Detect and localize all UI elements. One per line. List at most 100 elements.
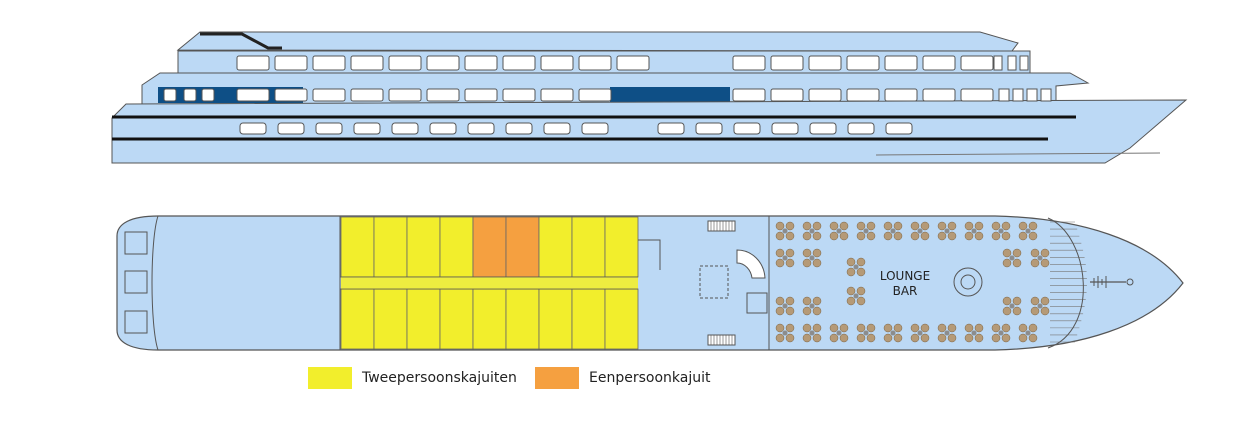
chair: [991, 231, 1001, 241]
table-group: [802, 323, 822, 343]
sun-deck-stripe: [200, 32, 282, 50]
bar-label: BAR: [893, 284, 918, 298]
porthole: [733, 122, 761, 135]
table: [836, 330, 842, 336]
chair: [812, 296, 822, 306]
legend-swatch-single: [535, 367, 579, 389]
chair: [974, 231, 984, 241]
table: [971, 330, 977, 336]
chair: [775, 258, 785, 268]
stern-box-3: [124, 310, 148, 334]
bar-circle-outer: [953, 267, 983, 297]
table: [890, 330, 896, 336]
cabin-top: [340, 216, 375, 278]
chair: [883, 333, 893, 343]
chair: [964, 221, 974, 231]
chair: [866, 333, 876, 343]
chair: [1040, 258, 1050, 268]
side-window-middle: [960, 88, 994, 102]
chair: [866, 231, 876, 241]
porthole: [391, 122, 419, 135]
spiral-staircase: [736, 249, 766, 279]
ship-deck-plan: LOUNGE BAR: [116, 215, 1184, 351]
chair: [829, 221, 839, 231]
chair: [937, 231, 947, 241]
side-window-middle: [808, 88, 842, 102]
table: [998, 228, 1004, 234]
chair: [974, 333, 984, 343]
chair: [920, 333, 930, 343]
chair: [920, 323, 930, 333]
chair: [866, 323, 876, 333]
chair: [785, 248, 795, 258]
chair: [856, 286, 866, 296]
chair: [910, 231, 920, 241]
chair: [802, 323, 812, 333]
reception-divider: [638, 239, 661, 270]
porthole: [581, 122, 609, 135]
table: [1009, 255, 1015, 261]
table-group: [910, 323, 930, 343]
side-window-top: [922, 55, 956, 71]
table-group: [937, 221, 957, 241]
side-window-middle: [426, 88, 460, 102]
chair: [1001, 333, 1011, 343]
chair: [812, 248, 822, 258]
table: [917, 228, 923, 234]
corridor: [341, 277, 638, 289]
bar-circle-inner: [960, 274, 976, 290]
side-window-top: [388, 55, 422, 71]
table-group: [1002, 296, 1022, 316]
chair: [785, 231, 795, 241]
dark-window-band-middle: [610, 87, 730, 103]
cabin-top: [406, 216, 441, 278]
chair: [1012, 248, 1022, 258]
table-group: [775, 221, 795, 241]
chair: [775, 221, 785, 231]
chair: [974, 323, 984, 333]
chair: [846, 296, 856, 306]
legend-label-single: Eenpersoonkajuit: [589, 370, 711, 386]
ship-side-view: [111, 31, 1188, 164]
bow-inner-curve: [1047, 217, 1084, 349]
table: [1037, 255, 1043, 261]
table: [853, 264, 859, 270]
side-window-top: [616, 55, 650, 71]
chair: [802, 258, 812, 268]
table-group: [883, 221, 903, 241]
chair: [775, 323, 785, 333]
cabin-top: [439, 216, 474, 278]
chair: [1002, 258, 1012, 268]
side-window-middle: [163, 88, 177, 102]
chair: [1040, 306, 1050, 316]
porthole: [543, 122, 571, 135]
porthole: [657, 122, 685, 135]
table: [890, 228, 896, 234]
legend-swatch-double: [308, 367, 352, 389]
cabin-bottom: [505, 288, 540, 350]
side-window-middle: [502, 88, 536, 102]
table-group: [1030, 248, 1050, 268]
sun-deck: [176, 31, 1019, 52]
table-group: [856, 323, 876, 343]
lounge-label: LOUNGE: [880, 269, 930, 283]
chair: [991, 323, 1001, 333]
chair: [839, 221, 849, 231]
chair: [1028, 323, 1038, 333]
chair: [829, 231, 839, 241]
side-window-middle: [1012, 88, 1024, 102]
chair: [937, 333, 947, 343]
stair-bottom: [707, 334, 736, 346]
side-window-middle: [274, 88, 308, 102]
chair: [802, 333, 812, 343]
chair: [1028, 333, 1038, 343]
cabin-bottom: [472, 288, 507, 350]
porthole: [885, 122, 913, 135]
chair: [1002, 306, 1012, 316]
side-window-middle: [846, 88, 880, 102]
table-group: [1018, 323, 1038, 343]
chair: [846, 286, 856, 296]
chair: [846, 267, 856, 277]
chair: [802, 248, 812, 258]
